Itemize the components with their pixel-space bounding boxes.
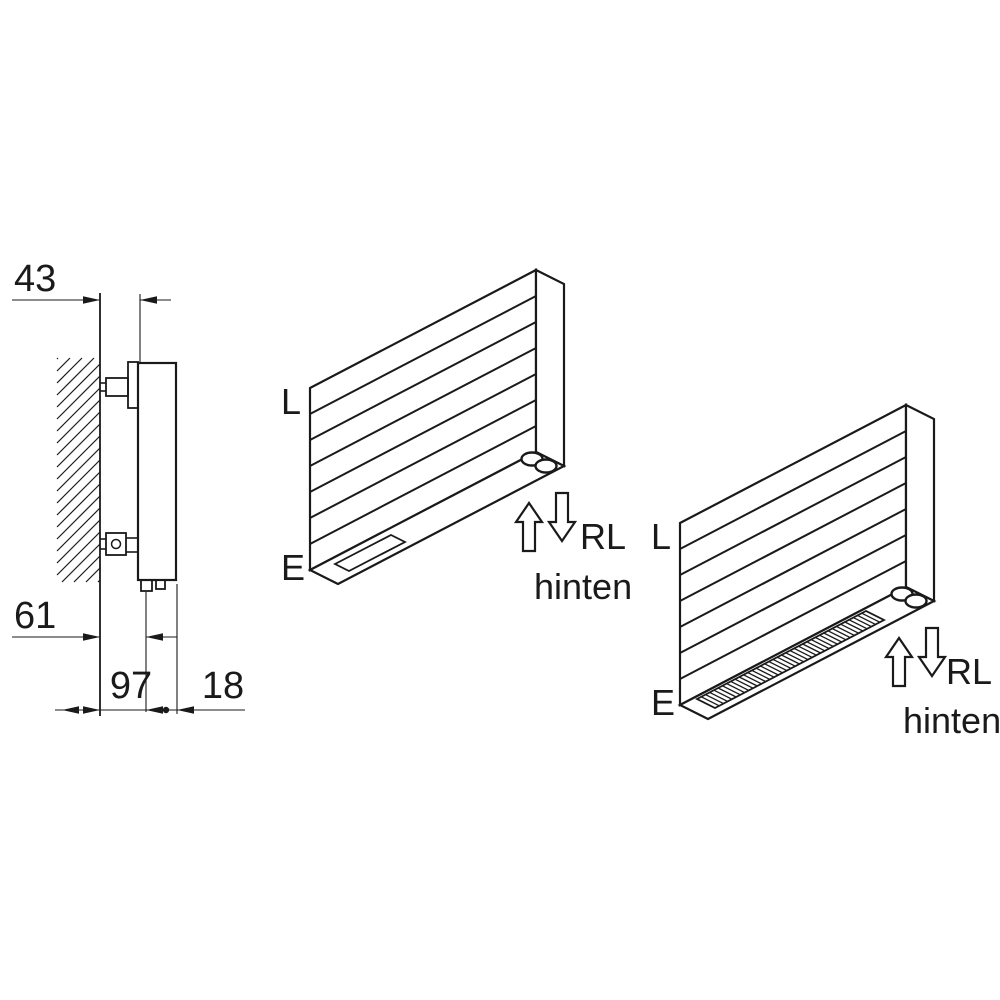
label-l-bottom: L xyxy=(651,516,671,557)
radiator-iso-top: L E RL hinten xyxy=(281,268,632,607)
dim-arrow-icon xyxy=(83,296,100,304)
flow-down-arrow-icon xyxy=(916,626,948,678)
radiator-bottom-face xyxy=(677,585,937,721)
dim-dot xyxy=(162,706,170,714)
dim-97-label: 97 xyxy=(110,665,152,707)
dim-43-label: 43 xyxy=(14,258,56,300)
dim-arrow-icon xyxy=(177,706,194,714)
connection-port xyxy=(904,593,928,609)
bottom-slot xyxy=(333,533,407,573)
rl-label-bottom: RL xyxy=(946,651,992,692)
label-e-top: E xyxy=(281,547,305,588)
dim-arrow-icon xyxy=(140,296,157,304)
connection-port xyxy=(534,458,558,474)
radiator-bottom-face xyxy=(307,450,567,586)
radiator-iso-bottom: L E RL hinten xyxy=(651,403,1000,741)
mounting-bracket-bottom xyxy=(100,532,138,556)
radiator-end-cap xyxy=(904,403,936,603)
hinten-label-top: hinten xyxy=(534,566,632,607)
dim-arrow-icon xyxy=(83,633,100,641)
dim-arrow-icon xyxy=(146,633,163,641)
dimension-97-18: 97 18 xyxy=(55,584,245,714)
rl-label-top: RL xyxy=(580,516,626,557)
dim-arrow-icon xyxy=(83,706,100,714)
radiator-panel-profile xyxy=(136,361,178,582)
side-section-view: 43 61 97 18 xyxy=(12,258,245,716)
radiator-end-cap xyxy=(534,268,566,468)
dim-arrow-icon xyxy=(62,706,79,714)
wall-hatch xyxy=(56,357,101,583)
label-l-top: L xyxy=(281,381,301,422)
dim-61-label: 61 xyxy=(14,595,56,637)
hinten-label-bottom: hinten xyxy=(903,700,1000,741)
flow-up-arrow-icon xyxy=(883,636,915,688)
radiator-slats xyxy=(309,295,537,545)
flow-up-arrow-icon xyxy=(513,501,545,553)
flow-down-arrow-icon xyxy=(546,491,578,543)
dim-arrow-icon xyxy=(146,706,163,714)
bottom-grille-outline xyxy=(695,609,886,710)
dimension-43: 43 xyxy=(12,258,171,362)
radiator-slats xyxy=(679,430,907,680)
dim-18-label: 18 xyxy=(202,665,244,707)
mounting-bracket-top xyxy=(100,361,139,409)
pipe-stubs xyxy=(140,579,166,592)
dimension-61: 61 xyxy=(12,595,177,641)
label-e-bottom: E xyxy=(651,682,675,723)
